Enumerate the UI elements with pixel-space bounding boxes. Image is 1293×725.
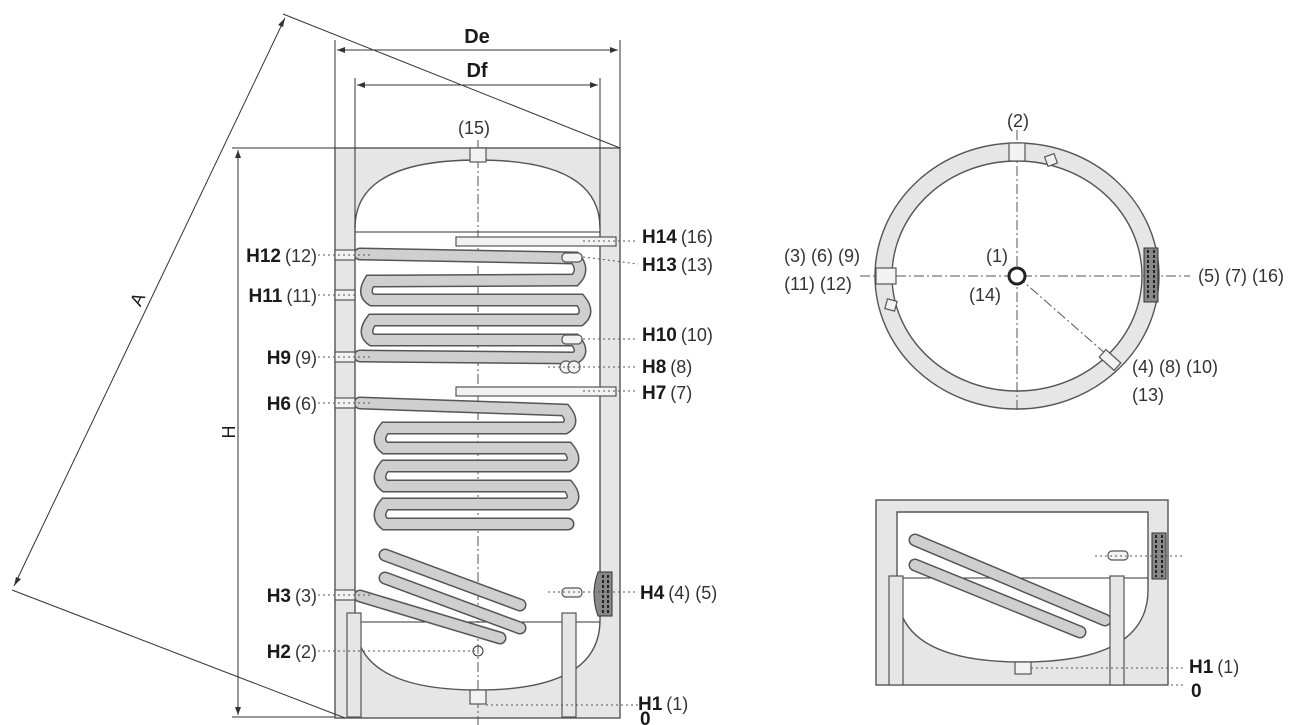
top-view-left-small-port <box>884 298 898 312</box>
top-view-label-left-1: (3) (6) (9) <box>784 246 860 266</box>
top-view-label-diag-2: (13) <box>1132 385 1164 405</box>
lower-coil <box>353 396 580 645</box>
label-h3: H3(3) <box>267 586 317 607</box>
top-view-flange <box>1143 247 1159 303</box>
df-dimension <box>354 78 601 228</box>
top-view-diagonal-axis <box>1016 275 1116 363</box>
top-view-label-left-2: (11) (12) <box>784 274 852 294</box>
top-view-label-right: (5) (7) (16) <box>1198 266 1284 286</box>
detail-label-h1: H1(1) <box>1189 657 1239 678</box>
sensor-sleeve-top <box>455 236 617 247</box>
label-h11: H11(11) <box>249 286 318 307</box>
leg-left <box>346 612 362 718</box>
detail-leg-left <box>888 575 904 686</box>
label-h12: H12(12) <box>246 246 317 267</box>
detail-sensor-pipe <box>1107 550 1129 561</box>
detail-bottom-stub <box>1014 661 1032 675</box>
label-h2: H2(2) <box>267 642 317 663</box>
side-view: De Df H A (15) H12(12) H11(11) H9(9) H6(… <box>11 13 717 725</box>
top-connection-stub <box>469 147 487 163</box>
top-view-label-diag-1: (4) (8) (10) <box>1132 357 1218 377</box>
de-dimension <box>334 40 621 148</box>
label-h13: H13(13) <box>642 255 713 276</box>
top-view-top-port <box>1008 142 1026 162</box>
detail-leg-right <box>1109 575 1125 686</box>
detail-flange <box>1151 532 1167 580</box>
top-view-label-top: (2) <box>1007 111 1029 131</box>
sensor-sleeve-middle <box>455 386 617 397</box>
label-h1: H1(1) <box>638 694 688 715</box>
top-view-label-center-below: (14) <box>969 285 1001 305</box>
label-h9: H9(9) <box>267 348 317 369</box>
top-view-center-port <box>1007 266 1027 286</box>
detail-coil <box>908 533 1112 639</box>
leg-right <box>561 612 577 718</box>
label-h7: H7(7) <box>642 383 692 404</box>
right-sensor-pipes <box>559 252 583 598</box>
left-leaders <box>318 254 478 652</box>
label-h4: H4(4) (5) <box>640 583 717 604</box>
label-h: H <box>219 426 239 439</box>
label-h14: H14(16) <box>642 227 713 248</box>
label-a: A <box>126 290 149 310</box>
label-h8: H8(8) <box>642 357 692 378</box>
right-leaders <box>486 240 639 706</box>
top-view-small-port <box>1043 152 1059 168</box>
bottom-connection-stub <box>469 689 487 705</box>
label-de: De <box>464 26 490 48</box>
label-df: Df <box>466 60 487 82</box>
label-h6: H6(6) <box>267 394 317 415</box>
a-dimension <box>11 13 621 719</box>
label-h10: H10(10) <box>642 325 713 346</box>
label-top-connection: (15) <box>458 118 490 138</box>
flange <box>593 571 613 617</box>
top-view-left-port <box>875 267 897 285</box>
label-zero: 0 <box>640 709 651 725</box>
top-view-label-center: (1) <box>986 246 1008 266</box>
bottom-detail: H1(1) 0 <box>875 499 1239 702</box>
top-view-diagonal-port <box>1098 348 1122 372</box>
h-dimension <box>232 147 335 718</box>
detail-label-zero: 0 <box>1191 681 1202 702</box>
top-view: (2) (1) (14) (3) (6) (9) (11) (12) (5) (… <box>784 111 1284 412</box>
